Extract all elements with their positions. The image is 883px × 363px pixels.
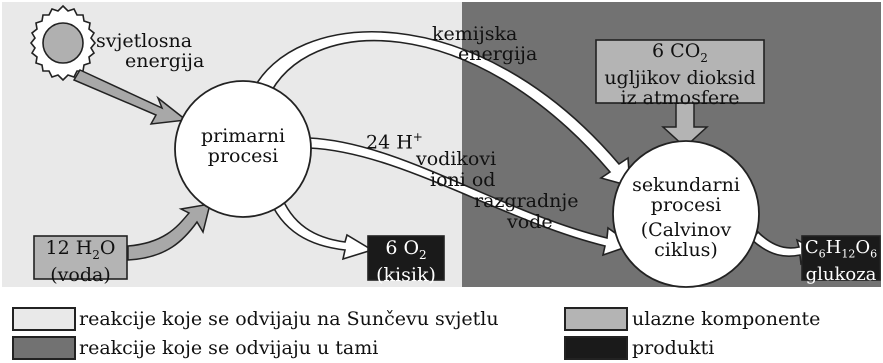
hydrogen-count-label: 24 H+: [366, 130, 423, 154]
legend-swatch-input: [564, 307, 628, 331]
co2-box-label: 6 CO2 ugljikov dioksid iz atmosfere: [604, 40, 756, 109]
oxygen-box: [367, 235, 445, 281]
water-input-arrow: [127, 203, 212, 261]
legend-swatch-product: [564, 336, 628, 360]
glucose-box-label: C6H12O6 glukoza: [804, 237, 878, 285]
secondary-process-node: [612, 140, 760, 288]
oxygen-box-label: 6 O2 (kisik): [376, 237, 436, 286]
light-energy-label: svjetlosna energija: [96, 30, 205, 72]
legend-label-light: reakcije koje se odvijaju na Sunčevu svj…: [79, 308, 499, 330]
chemical-energy-label: kemijska energija: [432, 23, 538, 65]
chemical-energy-arrow: [250, 31, 631, 188]
light-energy-arrow: [72, 69, 188, 125]
legend-label-product: produkti: [632, 337, 715, 359]
primary-process-node: [174, 80, 312, 218]
legend-swatch-light: [12, 307, 76, 331]
hydrogen-ions-label: vodikovi ioni od razgradnje vode: [416, 148, 579, 233]
secondary-process-label: sekundarni procesi (Calvinov ciklus): [632, 174, 740, 261]
water-box-label: 12 H2O (voda): [45, 237, 116, 286]
glucose-box: [801, 235, 881, 281]
co2-box: [595, 39, 765, 104]
legend-swatch-dark: [12, 336, 76, 360]
co2-input-arrow: [661, 102, 709, 149]
legend-label-input: ulazne komponente: [632, 308, 821, 330]
water-box: [33, 235, 128, 280]
sun-icon: [29, 4, 97, 82]
legend-label-dark: reakcije koje se odvijaju u tami: [79, 337, 379, 359]
primary-process-label: primarni procesi: [200, 125, 286, 167]
